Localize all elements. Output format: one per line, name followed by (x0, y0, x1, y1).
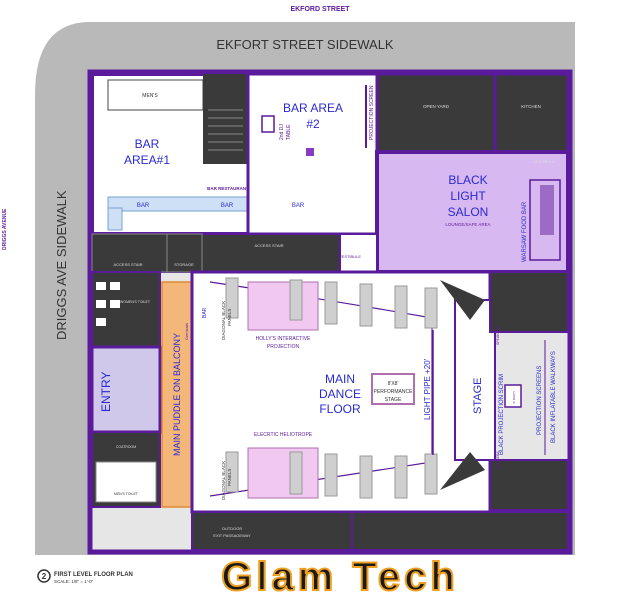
diagonal-panels-bottom (225, 451, 438, 499)
right-dark-band (489, 271, 569, 333)
entry-label: ENTRY (99, 372, 113, 412)
vestibule-right-label: VESTIBULE (533, 159, 555, 164)
bar-counter-left (107, 207, 123, 231)
bar-label-1: BAR (137, 203, 150, 209)
plan-number: 2 (42, 572, 47, 581)
warsaw-food-bar-label: WARSAW FOOD BAR (522, 201, 528, 262)
light-pipe-label: LIGHT PIPE +20' (423, 358, 432, 420)
inflatable-walkways-label: BLACK INFLATABLE WALKWAYS (551, 351, 557, 443)
main-dance-floor-room (190, 270, 492, 514)
open-yard-room (375, 72, 497, 154)
vestibule-center-label: VESTIBULE (339, 254, 361, 259)
speaker-bottom (440, 452, 485, 490)
hollys-line1: HOLLY'S INTERACTIVE (256, 336, 311, 342)
plan-number-badge (37, 569, 51, 583)
salon-line2: LIGHT (450, 189, 486, 203)
hollys-projection-zone (247, 281, 319, 331)
dj-marker (306, 148, 314, 156)
diagonal-top-line1: DIAGONAL BLACK (221, 301, 226, 340)
mens-room-top (107, 79, 204, 111)
salon-line3: SALON (448, 205, 489, 219)
bottom-dark-band (351, 511, 569, 551)
diagonal-panels-top (225, 277, 438, 329)
stair-top (203, 74, 248, 164)
plan-scale: SCALE: 1/8" = 1'-0" (54, 579, 94, 584)
kitchen-label: KITCHEN (521, 104, 541, 109)
toilet-stalls (96, 282, 120, 326)
driggs-sidewalk-label: DRIGGS AVE SIDEWALK (54, 190, 69, 340)
bar-label-3: BAR (292, 203, 305, 209)
entry-room (90, 345, 162, 434)
bar-vertical-label: BAR (202, 307, 208, 318)
dj-table-line2: TABLE (286, 124, 292, 140)
bar-area-1-line2: AREA#1 (124, 153, 170, 167)
access-stair-1-label: ACCESS STAIR (113, 262, 142, 267)
food-bar-counter (540, 185, 554, 235)
diagonal-bottom-line1: DIAGONAL BLACK (221, 461, 226, 500)
speakers-bottom-label: SPEAKERS (496, 450, 500, 470)
storage-label: STORAGE (174, 262, 194, 267)
dance-floor-line3: FLOOR (319, 402, 361, 416)
right-dark-band-bottom (489, 459, 569, 511)
outdoor-exit-line1: OUTDOOR (222, 526, 243, 531)
diagonal-bottom-line2: PANELS (227, 469, 232, 486)
stage-label: STAGE (472, 378, 484, 414)
perf-stage-line3: STAGE (385, 397, 402, 403)
ekford-street-label: EKFORD STREET (290, 6, 350, 13)
perf-stage-line2: PERFORMANCE (374, 389, 414, 395)
mens-toilet-room (95, 461, 157, 503)
dj-table-box (261, 115, 275, 133)
storage-room (166, 233, 203, 273)
diagonal-top-line2: PANELS (227, 309, 232, 326)
bar-label-2: BAR (221, 203, 234, 209)
womens-toilet-label: WOMEN'S TOILET (120, 300, 151, 304)
dance-floor-line1: MAIN (325, 372, 355, 386)
black-projection-scrim-label: BLACK PROJECTION SCRIM (499, 374, 505, 455)
projection-screen-label: PROJECTION SCREEN (369, 85, 375, 140)
open-yard-label: OPEN YARD (423, 104, 450, 109)
projection-screens-label: PROJECTION SCREENS (537, 366, 543, 435)
main-puddle-balcony (161, 281, 193, 508)
kitchen-room (493, 72, 570, 154)
bar-area-2-line2: #2 (306, 117, 320, 131)
dj-booth-box (504, 384, 522, 408)
mens-top-label: MEN'S (142, 93, 158, 99)
electric-heliotrope-label: ELECRTIC HELIOTROPE (254, 432, 313, 438)
bar-area-1-line1: BAR (135, 137, 160, 151)
lounge-safe-label: LOUNGE/SAFE AREA (445, 222, 490, 227)
outdoor-exit-line2: EXIT PASSAGEWAY (213, 533, 251, 538)
black-light-salon-room (375, 150, 570, 274)
speaker-top (440, 280, 485, 320)
access-stair-2-label: ACCESS STAIR (254, 243, 283, 248)
outdoor-exit-room (191, 511, 353, 551)
dj-booth-label: DJ BOOTH (513, 391, 516, 404)
ekfort-sidewalk-label: EKFORT STREET SIDEWALK (216, 37, 394, 52)
hollys-line2: PROJECTION (267, 344, 300, 350)
stair-lines (208, 109, 243, 151)
dance-floor-line2: DANCE (319, 387, 361, 401)
coatroom-label: COATROOM (116, 445, 136, 449)
main-puddle-label: MAIN PUDDLE ON BALCONY (172, 333, 182, 456)
stage-area (454, 299, 496, 461)
speakers-top-label: SPEAKERS (496, 325, 500, 345)
access-stair-1-room (91, 233, 168, 273)
bar-area-2-line1: BAR AREA (283, 101, 343, 115)
dj-table-line1: 2nd DJ (279, 124, 285, 140)
perf-stage-line1: 8'X8' (388, 381, 399, 387)
plan-title: FIRST LEVEL FLOOR PLAN (54, 572, 133, 578)
salon-line1: BLACK (448, 173, 487, 187)
driggs-avenue-label: DRIGGS AVENUE (2, 208, 8, 250)
bar-restaurant-label: BAR RESTAURANT (207, 186, 249, 191)
glam-tech-logo: Glam Tech (221, 555, 459, 599)
puddle-sub-label: Overheads (185, 323, 189, 340)
mens-toilet-label: MEN'S TOILET (114, 492, 139, 496)
food-bar-outline (529, 179, 561, 261)
vestibule-center-room (339, 233, 378, 273)
performance-stage-box (371, 373, 415, 405)
electric-heliotrope-zone (247, 447, 319, 499)
